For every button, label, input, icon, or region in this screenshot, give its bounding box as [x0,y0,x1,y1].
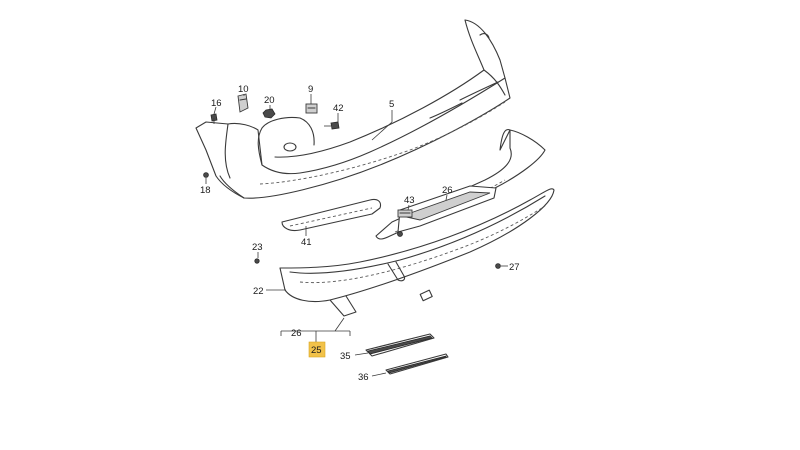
callout-41: 41 [301,237,312,248]
callout-18: 18 [200,185,211,196]
callout-26-lower: 26 [291,328,302,339]
callout-26-upper: 26 [442,185,453,196]
callout-36: 36 [358,372,369,383]
screw-part-23 [254,258,260,264]
callout-10: 10 [238,84,249,95]
callout-16: 16 [211,98,222,109]
callout-25: 25 [311,345,322,356]
callout-20: 20 [264,95,275,106]
lower-bumper-cover [279,188,555,317]
clip-part-9 [305,103,318,114]
trim-strip-36 [385,353,449,375]
callout-labels: 5 9 10 16 18 20 22 23 25 26 26 27 35 36 … [200,84,520,383]
callout-43: 43 [404,195,415,206]
center-bracket [397,185,497,237]
reflector-strip-35 [365,333,435,357]
vehicle-rear-body [195,19,511,199]
leader-lines [205,94,508,377]
screw-part-27 [495,263,501,269]
clip-part-10 [237,93,249,113]
left-trim-strip [281,198,382,232]
callout-35: 35 [340,351,351,362]
bolt-part-42 [324,121,340,130]
callout-5: 5 [389,99,394,110]
nut-part-20 [262,108,276,119]
callout-23: 23 [252,242,263,253]
callout-42: 42 [333,103,344,114]
callout-22: 22 [253,286,264,297]
screw-part-16 [210,113,218,124]
clip-part-43 [397,209,413,218]
callout-9: 9 [308,84,313,95]
screw-part-18 [203,172,209,178]
callout-27: 27 [509,262,520,273]
highlight-box-25 [308,341,326,358]
